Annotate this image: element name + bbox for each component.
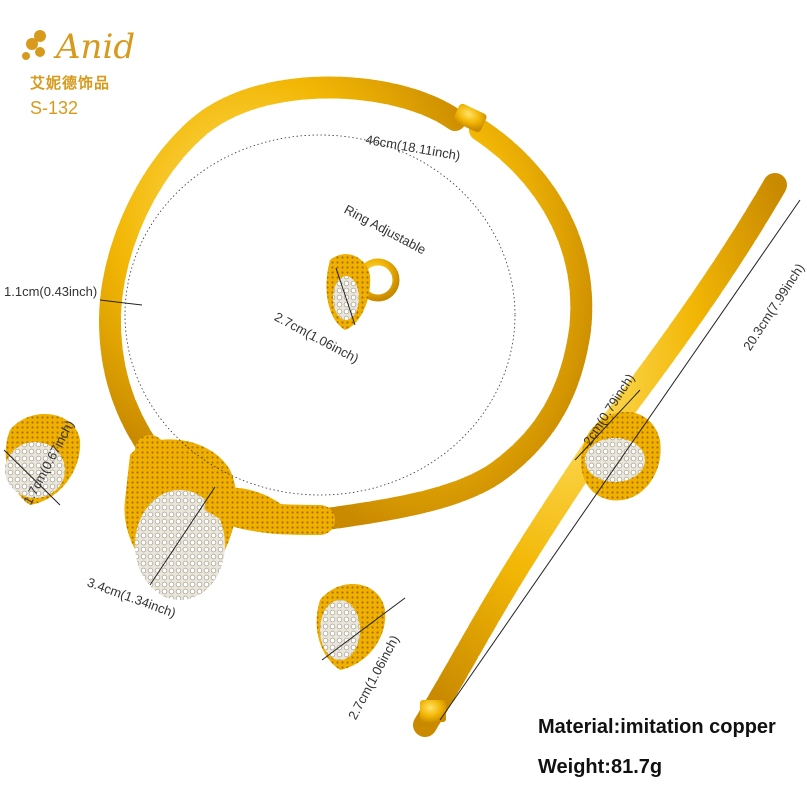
necklace-width-label: 1.1cm(0.43inch) [4, 284, 98, 299]
brand-script-name: Anid [53, 27, 135, 67]
weight-spec: Weight:81.7g [538, 756, 663, 778]
brand-logo: Anid [18, 14, 135, 76]
material-spec: Material:imitation copper [538, 716, 776, 738]
pendant [124, 439, 300, 600]
bracelet [413, 173, 787, 737]
flower-icon: Anid [22, 27, 135, 67]
necklace-length-guide [124, 134, 516, 496]
product-code: S-132 [30, 98, 79, 118]
measurement-lines [3, 199, 801, 721]
ring [326, 254, 400, 330]
earring-large [316, 583, 386, 670]
earring-small [5, 413, 81, 505]
brand-chinese-name: 艾妮德饰品 [30, 75, 111, 92]
